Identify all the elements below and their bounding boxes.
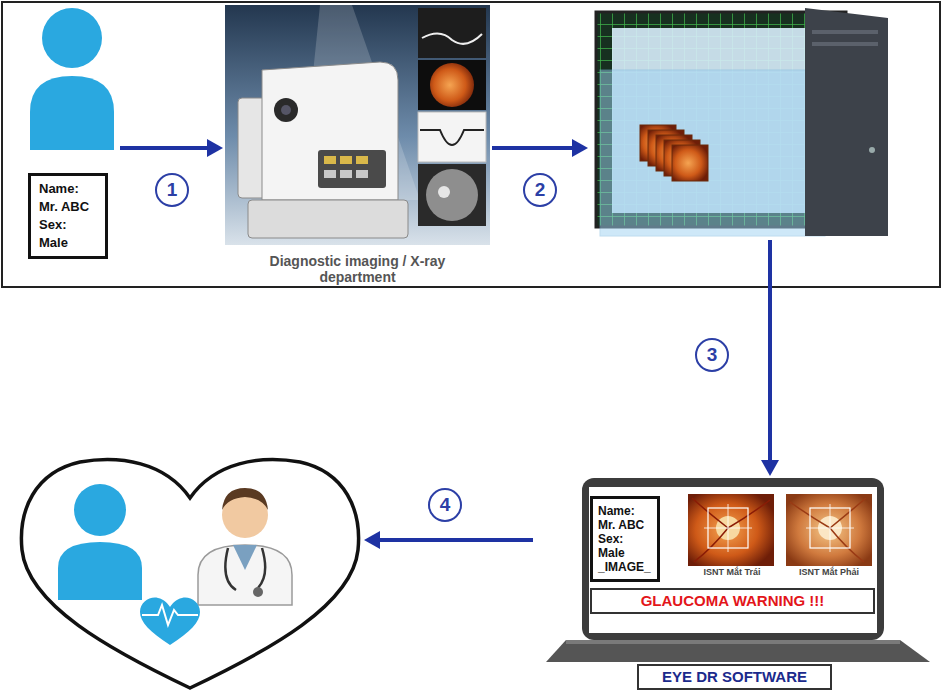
image-caption: ISNT Mắt Phải [786, 567, 872, 578]
record-text: Name: Mr. ABC Sex: Male _IMAGE_ [598, 504, 652, 574]
callout-circle: 2 [523, 173, 557, 207]
arrow-head [761, 460, 779, 476]
imaging-device: Diagnostic imaging / X-ray department [225, 5, 490, 285]
patient-icon [30, 8, 114, 150]
flow-arrow [761, 240, 779, 476]
callout-number: 3 [697, 340, 727, 369]
warning-box: GLAUCOMA WARNING !!! [590, 588, 875, 614]
arrow-head [572, 139, 588, 157]
flow-arrow [492, 139, 588, 157]
laptop-drawing [546, 478, 930, 662]
callout-number: 2 [525, 175, 555, 204]
arrow-line [492, 146, 576, 150]
fundus-camera [225, 5, 490, 245]
laptop: EYE DR SOFTWARE Name: Mr. ABC Sex: Male _… [535, 478, 940, 690]
name-card: Name: Mr. ABC Sex: Male [28, 173, 108, 259]
callout-circle: 4 [428, 488, 462, 522]
patient-figure: Name: Mr. ABC Sex: Male [28, 5, 118, 273]
image-caption: ISNT Mắt Trái [688, 567, 776, 578]
callout-number: 4 [430, 490, 460, 519]
device-caption: Diagnostic imaging / X-ray department [265, 253, 450, 285]
callout-circle: 3 [695, 338, 729, 372]
workstation [590, 5, 890, 238]
care-heart [20, 465, 362, 691]
warning-text: GLAUCOMA WARNING !!! [596, 592, 869, 610]
callout-number: 1 [157, 175, 187, 204]
flow-arrow [364, 531, 533, 549]
department-panel [2, 2, 940, 287]
callout-circle: 1 [155, 173, 189, 207]
patient-record-card: Name: Mr. ABC Sex: Male _IMAGE_ [590, 496, 660, 582]
arrow-line [768, 240, 772, 464]
arrow-head [364, 531, 380, 549]
workstation-computer [596, 8, 888, 236]
arrow-line [376, 538, 533, 542]
software-title: EYE DR SOFTWARE [637, 664, 832, 690]
arrow-line [120, 146, 211, 150]
flow-arrow [120, 139, 223, 157]
arrow-head [207, 139, 223, 157]
care-heart-drawing [21, 460, 358, 688]
